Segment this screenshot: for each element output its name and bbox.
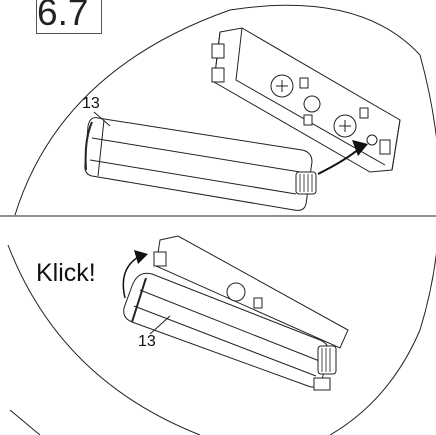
- detail-circle-bottom-arc: [7, 244, 201, 435]
- insert-arrowhead-top: [352, 140, 368, 156]
- detail-circle-bottom-right-arc: [329, 329, 421, 435]
- part-callout-top: 13: [82, 95, 100, 112]
- leader-line-bottom: [149, 315, 171, 335]
- click-sound-text: Klick!: [36, 259, 96, 287]
- snap-arrowhead: [134, 250, 148, 264]
- leader-line-top: [93, 111, 111, 127]
- detail-circle-top-arc: [14, 4, 421, 216]
- step-number: 6.7: [37, 0, 89, 33]
- detail-circle-right-arc: [419, 54, 436, 331]
- circle-tail: [9, 409, 41, 435]
- mounting-plate-bottom: [153, 235, 349, 349]
- step-number-box: [36, 0, 102, 34]
- stick-device-bottom: [123, 272, 337, 391]
- mounting-plate-top: [211, 27, 401, 173]
- stick-device-top: [84, 117, 317, 211]
- part-callout-bottom: 13: [138, 333, 156, 350]
